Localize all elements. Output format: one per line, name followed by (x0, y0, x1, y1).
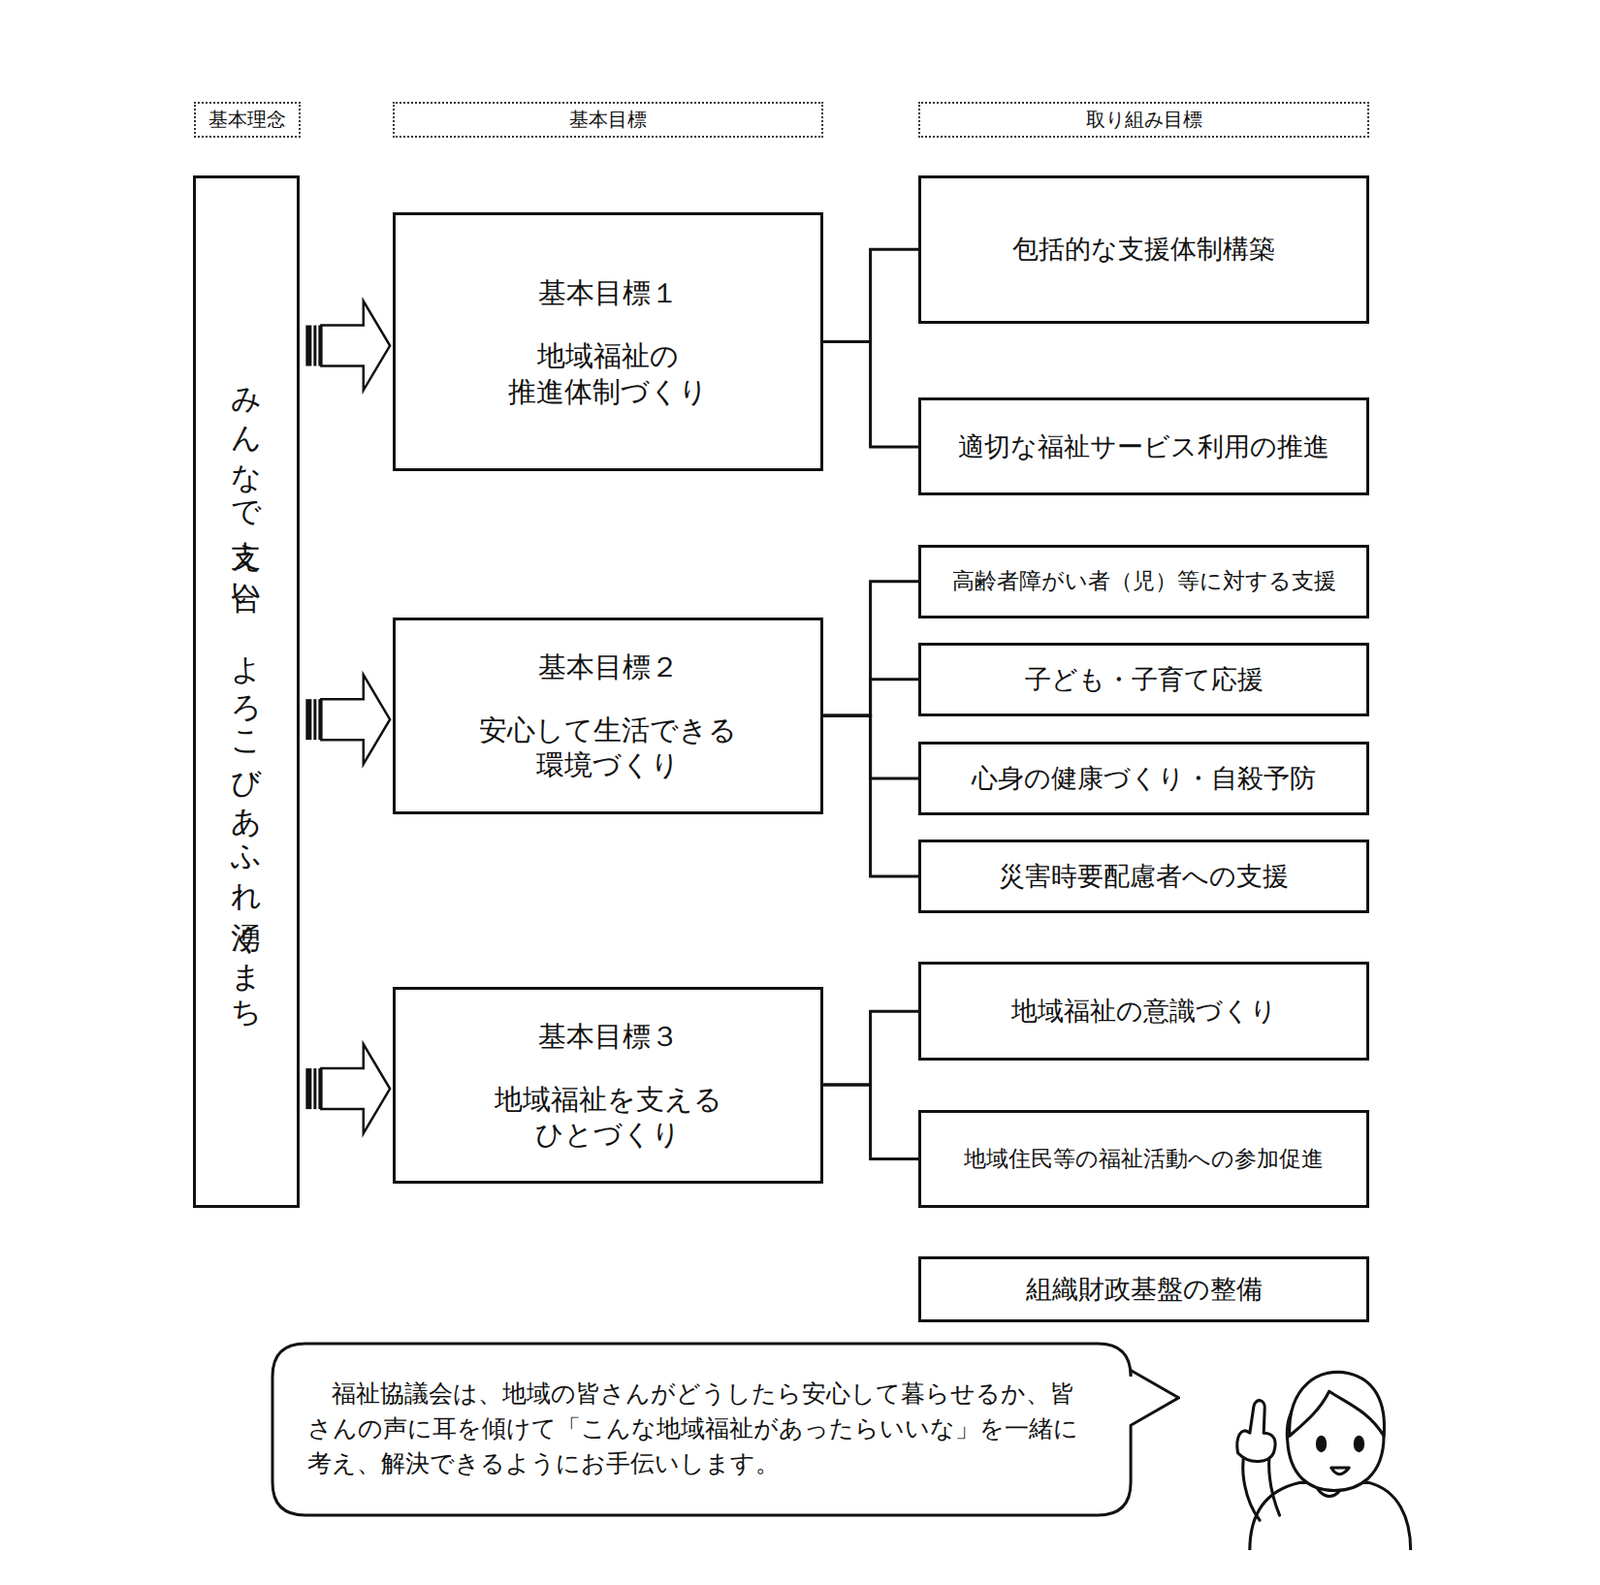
node-text: 基本理念 (208, 106, 287, 133)
connector-line (823, 715, 919, 779)
arrow-tail-bar (318, 325, 321, 367)
node-text: 地域福祉の 推進体制づくり (473, 338, 743, 410)
arrow-tail-bar (313, 1068, 317, 1110)
connector-line (823, 1085, 919, 1159)
action-box: 包括的な支援体制構築 (918, 175, 1370, 324)
tree-connector (823, 342, 919, 448)
action-box: 心身の健康づくり・自殺予防 (918, 741, 1370, 816)
goal-box: 基本目標２ 安心して生活できる 環境づくり (392, 617, 824, 815)
tree-connector (823, 249, 919, 342)
node-text: みんなで支え合い よろこびあふれ湧くまち (225, 366, 267, 1018)
node-text: 地域住民等の福祉活動への参加促進 (963, 1144, 1324, 1175)
connector-line (823, 679, 919, 716)
action-box: 組織財政基盤の整備 (918, 1256, 1370, 1322)
arrow-tail-bar (318, 699, 321, 740)
action-box: 災害時要配慮者への支援 (918, 839, 1370, 914)
column-header: 取り組み目標 (918, 101, 1370, 138)
connector-line (823, 342, 919, 448)
connector-line (823, 1011, 919, 1086)
connector-line (823, 715, 919, 877)
block-arrow (305, 674, 390, 765)
goal-box: 基本目標１ 地域福祉の 推進体制づくり (392, 212, 824, 472)
action-box: 子ども・子育て応援 (918, 642, 1370, 717)
block-arrow (305, 1044, 390, 1134)
philosophy-band: みんなで支え合い よろこびあふれ湧くまち (192, 175, 300, 1209)
arrow-tail-bar (318, 1068, 321, 1110)
node-text: 災害時要配慮者への支援 (998, 859, 1289, 895)
connector-line (823, 249, 919, 342)
arrow-tail-bar (305, 699, 312, 740)
node-text: 心身の健康づくり・自殺予防 (971, 761, 1316, 797)
arrow-body (320, 674, 390, 765)
speech-bubble: 福祉協議会は、地域の皆さんがどうしたら安心して暮らせるか、皆さんの声に耳を傾けて… (270, 1342, 1182, 1518)
node-text: 地域福祉の意識づくり (1011, 993, 1278, 1029)
arrow-body (320, 301, 390, 391)
tree-connector (823, 715, 919, 877)
node-text: 子ども・子育て応援 (1024, 662, 1264, 698)
action-box: 適切な福祉サービス利用の推進 (918, 397, 1370, 496)
tree-connector (823, 1011, 919, 1086)
tree-connector (823, 679, 919, 716)
goal-heading: 基本目標１ (538, 274, 679, 314)
node-text: 地域福祉を支える ひとづくり (473, 1082, 743, 1153)
node-text: 適切な福祉サービス利用の推進 (958, 429, 1330, 465)
node-text: 組織財政基盤の整備 (1025, 1272, 1263, 1308)
node-text: 包括的な支援体制構築 (1012, 231, 1276, 267)
arrow-tail-bar (313, 699, 317, 740)
column-header: 基本目標 (392, 101, 824, 138)
node-text: 安心して生活できる 環境づくり (473, 712, 743, 784)
goal-heading: 基本目標２ (538, 648, 679, 688)
node-text: 福祉協議会は、地域の皆さんがどうしたら安心して暮らせるか、皆さんの声に耳を傾けて… (270, 1376, 1092, 1483)
block-arrow (305, 301, 390, 391)
node-text: 取り組み目標 (1086, 106, 1203, 133)
arrow-body (320, 1044, 390, 1134)
arrow-tail-bar (305, 325, 312, 367)
column-header: 基本理念 (193, 101, 301, 138)
action-box: 地域福祉の意識づくり (918, 961, 1370, 1061)
arrow-tail-bar (313, 325, 317, 367)
node-text: 基本目標 (569, 106, 647, 133)
goal-heading: 基本目標３ (538, 1018, 679, 1057)
tree-connector (823, 581, 919, 716)
character-illustration (1219, 1342, 1419, 1551)
tree-connector (823, 715, 919, 779)
connector-line (823, 581, 919, 716)
action-box: 高齢者障がい者（児）等に対する支援 (918, 544, 1370, 619)
action-box: 地域住民等の福祉活動への参加促進 (918, 1110, 1370, 1209)
tree-connector (823, 1085, 919, 1159)
node-text: 高齢者障がい者（児）等に対する支援 (952, 566, 1337, 597)
arrow-tail-bar (305, 1068, 312, 1110)
goal-box: 基本目標３ 地域福祉を支える ひとづくり (392, 987, 824, 1184)
